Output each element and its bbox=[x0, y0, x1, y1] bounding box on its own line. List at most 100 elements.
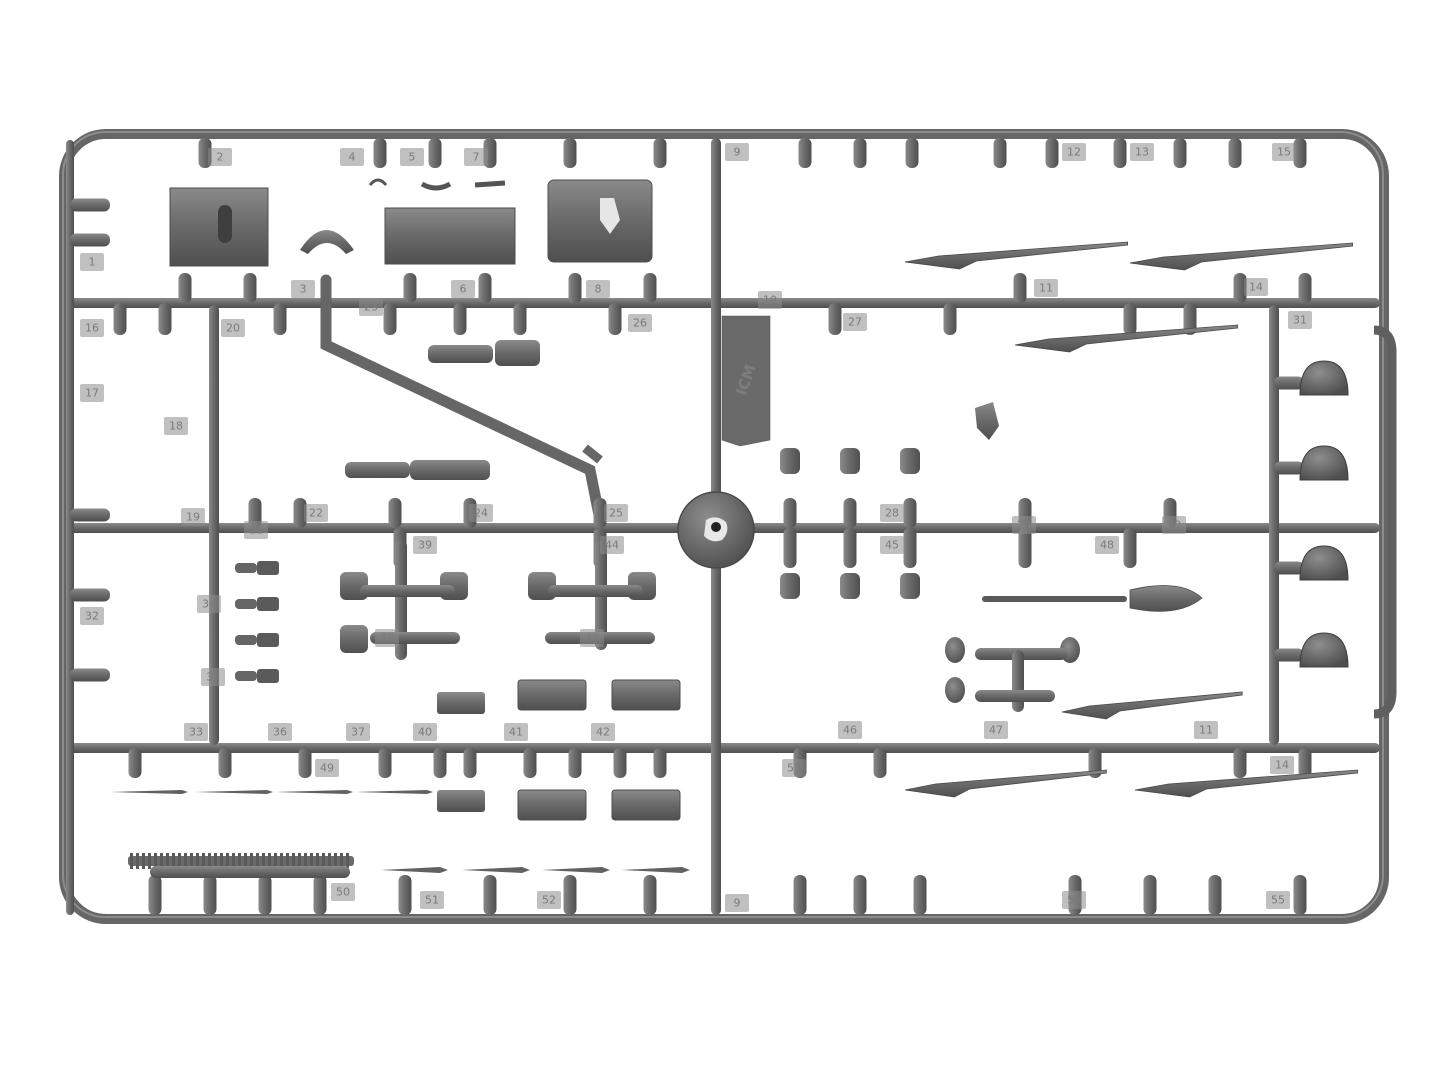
part-number-41-bg bbox=[504, 723, 528, 741]
part-3-clamp bbox=[300, 230, 354, 254]
part-number-51: 51 bbox=[425, 894, 439, 907]
part-belt-round bbox=[142, 853, 145, 869]
gate-stub bbox=[783, 528, 797, 568]
gate-stub bbox=[853, 138, 867, 168]
part-number-53-bg bbox=[782, 759, 806, 777]
part-number-36: 36 bbox=[273, 726, 287, 739]
part-number-20: 20 bbox=[226, 322, 240, 335]
runner-bar bbox=[1269, 305, 1279, 745]
part-number-20-bg bbox=[221, 319, 245, 337]
gate-stub bbox=[798, 138, 812, 168]
gate-stub bbox=[383, 303, 397, 335]
part-belt-runner bbox=[150, 866, 350, 878]
part-stick-grenade bbox=[235, 635, 257, 645]
part-number-4-bg bbox=[340, 148, 364, 166]
part-belt-round bbox=[310, 853, 313, 869]
brand-logo-plate: ICM bbox=[721, 315, 771, 447]
part-belt-round bbox=[256, 853, 259, 869]
rifle-11b bbox=[1061, 691, 1243, 720]
gate-stub bbox=[453, 303, 467, 335]
part-number-43: 43 bbox=[585, 632, 599, 645]
part-ammo-box bbox=[611, 679, 681, 711]
part-number-3: 3 bbox=[300, 283, 307, 296]
gate-stub bbox=[70, 668, 110, 682]
part-number-28-bg bbox=[880, 504, 904, 522]
gate-stub bbox=[913, 875, 927, 915]
part-number-48: 48 bbox=[1100, 539, 1114, 552]
part-number-55: 55 bbox=[1271, 894, 1285, 907]
gate-stub bbox=[1208, 875, 1222, 915]
part-belt-round bbox=[238, 853, 241, 869]
part-number-32: 32 bbox=[85, 610, 99, 623]
gate-stub bbox=[428, 138, 442, 168]
part-number-4: 4 bbox=[349, 151, 356, 164]
part-number-14: 14 bbox=[1249, 281, 1263, 294]
gate-stub bbox=[1123, 528, 1137, 568]
gate-stub bbox=[783, 498, 797, 528]
part-number-45: 45 bbox=[885, 539, 899, 552]
part-number-1: 1 bbox=[89, 256, 96, 269]
part-number-35: 35 bbox=[206, 671, 220, 684]
part-8-cutout bbox=[600, 198, 620, 234]
part-number-9-bg bbox=[725, 143, 749, 161]
gate-stub bbox=[943, 303, 957, 335]
gate-stub bbox=[853, 875, 867, 915]
part-number-16-bg bbox=[80, 319, 104, 337]
part-number-38: 38 bbox=[380, 632, 394, 645]
gate-stub bbox=[1233, 273, 1247, 303]
part-number-28: 28 bbox=[885, 507, 899, 520]
part-7 bbox=[474, 180, 506, 188]
runner-diagonal bbox=[582, 444, 603, 464]
part-canteen bbox=[840, 573, 860, 599]
part-number-10-bg bbox=[758, 291, 782, 309]
part-belt-round bbox=[340, 853, 343, 869]
part-grenade-47 bbox=[945, 637, 965, 663]
sprue-center-gate bbox=[677, 491, 755, 569]
part-number-41: 41 bbox=[509, 726, 523, 739]
part-belt-round bbox=[178, 853, 181, 869]
gate-stub bbox=[653, 138, 667, 168]
gate-stub bbox=[1274, 561, 1304, 575]
part-number-42: 42 bbox=[596, 726, 610, 739]
gate-stub bbox=[1183, 303, 1197, 335]
gate-stub bbox=[903, 528, 917, 568]
gate-stub bbox=[1123, 303, 1137, 335]
gate-stub bbox=[523, 748, 537, 778]
rifle-14b bbox=[1134, 769, 1358, 798]
part-shovel-small bbox=[975, 402, 999, 440]
part-number-22: 22 bbox=[309, 507, 323, 520]
part-barrel bbox=[428, 345, 493, 363]
part-canteen bbox=[780, 448, 800, 474]
gate-stub bbox=[203, 875, 217, 915]
part-number-13: 13 bbox=[1135, 146, 1149, 159]
gate-stub bbox=[793, 875, 807, 915]
part-number-27: 27 bbox=[848, 316, 862, 329]
part-number-18-bg bbox=[164, 417, 188, 435]
part-number-5-bg bbox=[400, 148, 424, 166]
part-bayonet bbox=[380, 867, 448, 873]
gate-stub bbox=[568, 748, 582, 778]
part-6-panel bbox=[384, 207, 516, 265]
part-barrel-2 bbox=[345, 462, 410, 478]
part-number-9: 9 bbox=[734, 146, 741, 159]
gate-stub bbox=[643, 273, 657, 303]
part-grenade-47 bbox=[945, 677, 965, 703]
part-bayonet-49 bbox=[110, 790, 188, 794]
part-number-13-bg bbox=[1130, 143, 1154, 161]
part-number-17-bg bbox=[80, 384, 104, 402]
part-stick-grenade bbox=[235, 563, 257, 573]
gate-stub bbox=[218, 748, 232, 778]
part-number-15-bg bbox=[1272, 143, 1296, 161]
gate-stub bbox=[148, 875, 162, 915]
part-number-52-bg bbox=[537, 891, 561, 909]
part-canteen bbox=[840, 448, 860, 474]
part-number-14-bg bbox=[1244, 278, 1268, 296]
part-belt-round bbox=[196, 853, 199, 869]
part-ammo-box bbox=[517, 679, 587, 711]
gate-stub bbox=[398, 875, 412, 915]
part-number-8: 8 bbox=[595, 283, 602, 296]
gate-stub bbox=[478, 273, 492, 303]
gate-stub bbox=[905, 138, 919, 168]
gate-stub bbox=[313, 875, 327, 915]
